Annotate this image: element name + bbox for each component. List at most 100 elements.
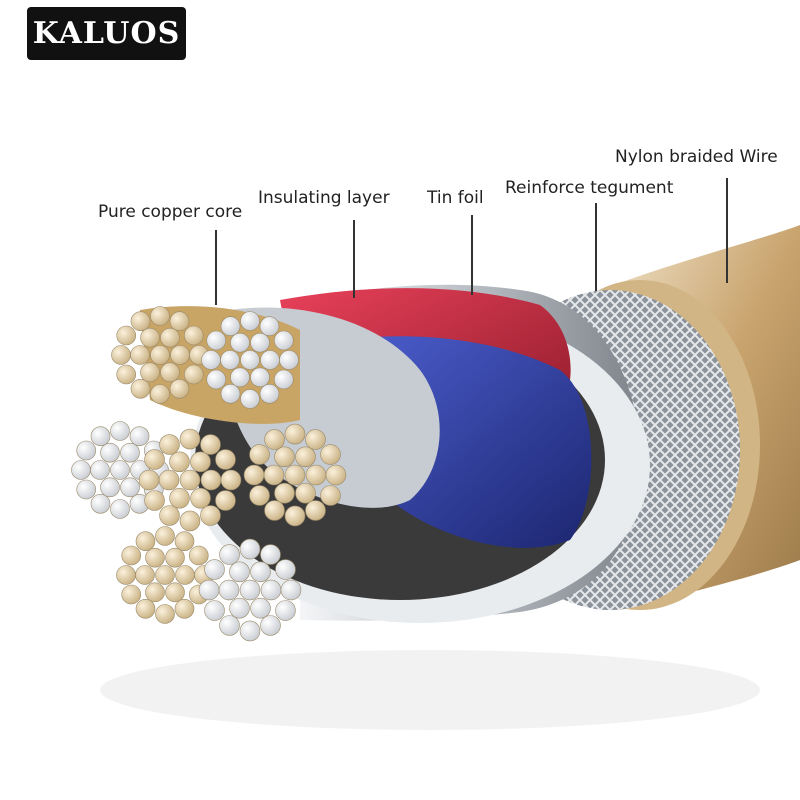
- silver-strand: [71, 460, 91, 480]
- brand-logo: KALUOS: [27, 7, 186, 60]
- silver-strand: [206, 369, 227, 390]
- silver-strand: [90, 460, 110, 480]
- leader-nylon-braided: [726, 178, 728, 283]
- copper-strand: [200, 434, 221, 455]
- copper-strand: [175, 565, 195, 585]
- copper-strand: [159, 505, 180, 526]
- copper-strand: [174, 531, 195, 552]
- silver-strand: [220, 350, 240, 370]
- copper-strand: [325, 464, 347, 486]
- copper-strand: [121, 545, 142, 566]
- copper-strand: [305, 464, 327, 486]
- copper-strand: [183, 325, 204, 346]
- brand-name: KALUOS: [32, 16, 181, 51]
- silver-strand: [229, 597, 250, 619]
- copper-strand: [165, 582, 185, 603]
- copper-strand: [169, 487, 190, 509]
- copper-strand: [264, 429, 285, 450]
- copper-strand: [284, 464, 306, 486]
- copper-strand: [263, 464, 285, 486]
- copper-strand: [249, 444, 270, 465]
- copper-strand: [165, 547, 185, 568]
- silver-strand: [129, 426, 150, 447]
- silver-strand: [260, 579, 282, 601]
- silver-strand: [250, 561, 271, 583]
- copper-strand: [160, 362, 180, 383]
- silver-strand: [259, 316, 280, 337]
- silver-strand: [76, 479, 97, 500]
- silver-strand: [198, 579, 220, 601]
- copper-strand: [274, 482, 295, 504]
- copper-strand: [135, 565, 155, 585]
- label-tin-foil: Tin foil: [427, 188, 484, 208]
- copper-strand: [190, 487, 211, 509]
- silver-strand: [220, 316, 241, 337]
- leader-insulating-layer: [353, 220, 355, 298]
- copper-strand: [190, 451, 211, 473]
- silver-strand: [100, 442, 120, 463]
- silver-strand: [218, 579, 240, 601]
- copper-strand: [174, 598, 195, 619]
- copper-strand: [179, 469, 201, 491]
- copper-strand: [140, 362, 160, 383]
- copper-strand: [274, 446, 295, 468]
- label-pure-copper-core: Pure copper core: [98, 202, 243, 222]
- copper-strand: [138, 469, 160, 491]
- copper-strand: [169, 451, 190, 473]
- silver-strand: [239, 579, 261, 601]
- copper-strand: [150, 345, 170, 365]
- copper-strand: [264, 500, 285, 521]
- silver-strand: [219, 544, 240, 565]
- copper-strand: [155, 604, 175, 624]
- copper-strand: [188, 545, 209, 566]
- silver-strand: [110, 421, 130, 441]
- silver-strand: [240, 389, 260, 409]
- copper-strand: [295, 446, 316, 468]
- copper-strand: [135, 531, 156, 552]
- silver-strand: [273, 369, 294, 390]
- label-reinforce-tegument: Reinforce tegument: [505, 178, 674, 198]
- silver-strand: [260, 350, 280, 370]
- copper-strand: [249, 485, 270, 506]
- silver-strand: [219, 615, 240, 636]
- copper-strand: [215, 449, 236, 470]
- silver-strand: [280, 579, 302, 601]
- copper-strand: [200, 505, 221, 526]
- copper-strand: [121, 584, 142, 605]
- silver-strand: [201, 350, 221, 370]
- copper-strand: [111, 345, 131, 365]
- copper-strand: [116, 325, 137, 346]
- silver-strand: [110, 460, 130, 480]
- copper-strand: [116, 565, 136, 585]
- silver-strand: [250, 332, 270, 353]
- copper-strand: [220, 469, 242, 491]
- silver-strand: [229, 561, 250, 583]
- copper-strand: [116, 364, 137, 385]
- copper-strand: [150, 306, 170, 326]
- copper-strand: [170, 345, 190, 365]
- copper-strand: [155, 565, 175, 585]
- copper-strand: [144, 490, 165, 511]
- copper-strand: [159, 434, 180, 455]
- silver-strand: [279, 350, 299, 370]
- copper-strand: [284, 423, 306, 445]
- label-nylon-braided-wire: Nylon braided Wire: [615, 147, 778, 167]
- copper-strand: [145, 547, 165, 568]
- copper-strand: [169, 311, 190, 332]
- silver-strand: [204, 600, 225, 621]
- silver-strand: [220, 383, 241, 404]
- silver-strand: [275, 600, 296, 621]
- silver-strand: [239, 620, 261, 642]
- copper-strand: [144, 449, 165, 470]
- silver-strand: [240, 350, 260, 370]
- leader-copper-core: [215, 230, 217, 305]
- copper-strand: [295, 482, 316, 504]
- copper-strand: [130, 345, 150, 365]
- copper-strand: [130, 378, 151, 399]
- leader-tin-foil: [471, 215, 473, 295]
- copper-strand: [140, 327, 160, 348]
- silver-strand: [90, 493, 111, 514]
- copper-strand: [169, 378, 190, 399]
- copper-strand: [183, 364, 204, 385]
